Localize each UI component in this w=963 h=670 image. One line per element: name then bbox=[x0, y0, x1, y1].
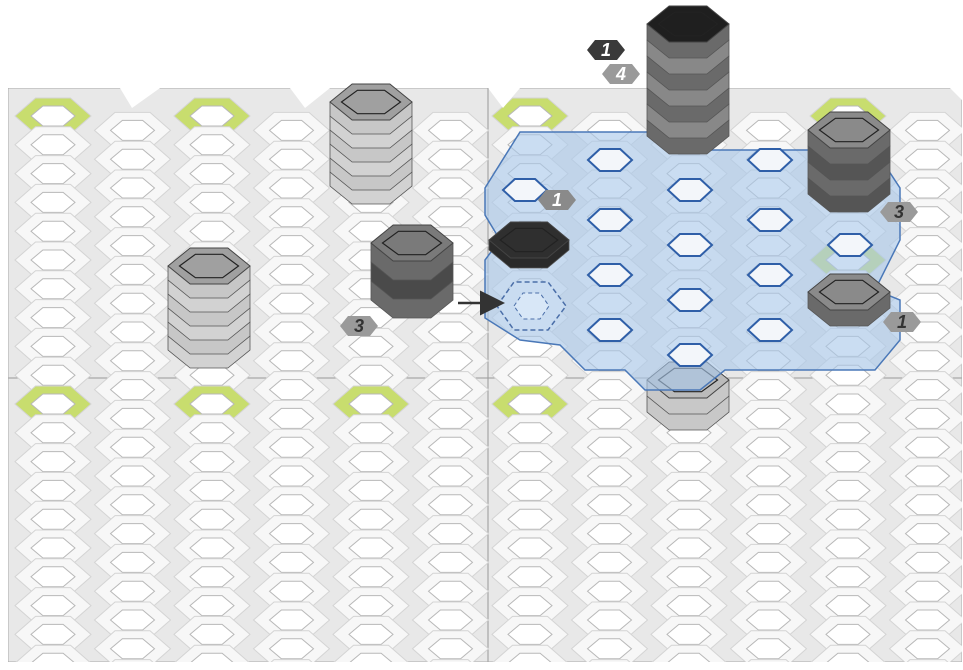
dark-stack-right-lower[interactable] bbox=[808, 274, 890, 326]
label-right-upper-text: 3 bbox=[894, 202, 904, 222]
label-mid-left: 1 bbox=[538, 190, 576, 210]
label-top-dark-text: 1 bbox=[601, 40, 611, 60]
label-mid-left-text: 1 bbox=[552, 190, 562, 210]
dark-stack-top[interactable] bbox=[647, 6, 729, 154]
label-left-stack: 3 bbox=[340, 316, 378, 336]
label-right-lower-text: 1 bbox=[897, 312, 907, 332]
label-top-light: 4 bbox=[602, 64, 640, 84]
label-right-lower: 1 bbox=[883, 312, 921, 332]
dark-stack-right-upper[interactable] bbox=[808, 112, 890, 212]
label-left-stack-text: 3 bbox=[354, 316, 364, 336]
label-right-upper: 3 bbox=[880, 202, 918, 222]
dark-stack-center[interactable] bbox=[371, 225, 453, 318]
light-stack-top-left[interactable] bbox=[330, 84, 412, 204]
label-top-dark: 1 bbox=[587, 40, 625, 60]
label-top-light-text: 4 bbox=[615, 64, 626, 84]
light-stack-left[interactable] bbox=[168, 248, 250, 368]
